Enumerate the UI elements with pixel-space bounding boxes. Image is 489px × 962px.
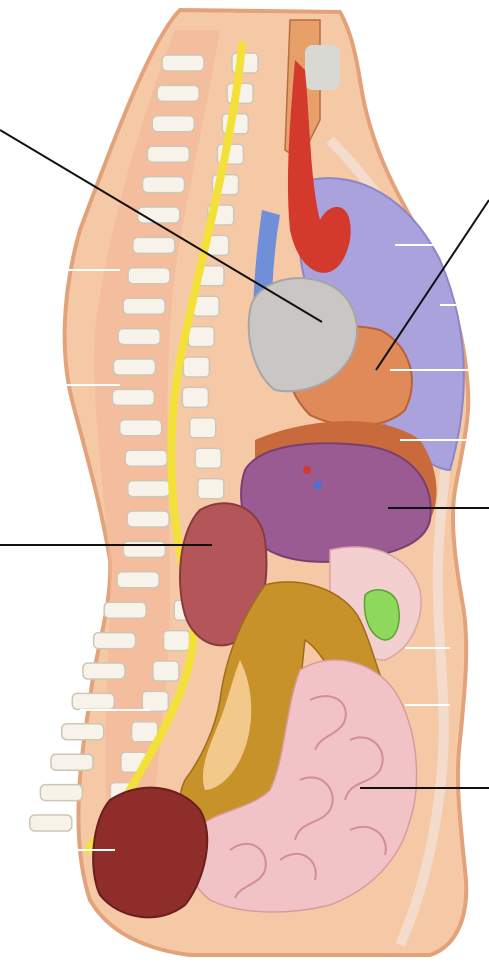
vertebra (113, 359, 155, 375)
vertebral-body (183, 357, 209, 377)
vertebra (62, 724, 104, 740)
vertebral-body (164, 631, 190, 651)
vertebra (128, 481, 170, 497)
vertebra (162, 55, 204, 71)
vertebra (40, 785, 82, 801)
vertebra (152, 116, 194, 132)
vertebral-body (195, 448, 221, 468)
vertebral-body (182, 387, 208, 407)
vertebra (118, 329, 160, 345)
vertebra (123, 298, 165, 314)
vertebra (133, 237, 175, 253)
vertebral-body (198, 479, 224, 499)
vertebra (51, 754, 93, 770)
vertebra (104, 602, 146, 618)
vertebra (83, 663, 125, 679)
vertebra (72, 693, 114, 709)
vertebra (123, 541, 165, 557)
vertebra (143, 177, 185, 193)
vertebra (30, 815, 72, 831)
hepatic-vessel-red (303, 466, 311, 474)
thyroid (305, 45, 340, 90)
vertebra (125, 450, 167, 466)
hepatic-vessel-blue (314, 481, 322, 489)
vertebral-body (188, 327, 214, 347)
vertebra (117, 572, 159, 588)
vertebra (120, 420, 162, 436)
vertebra (157, 85, 199, 101)
vertebra (147, 146, 189, 162)
vertebral-body (153, 661, 179, 681)
vertebral-body (190, 418, 216, 438)
vertebral-body (142, 691, 168, 711)
vertebra (127, 511, 169, 527)
rectum (93, 788, 207, 918)
vertebra (94, 633, 136, 649)
vertebral-body (132, 722, 158, 742)
vertebra (128, 268, 170, 284)
liver (241, 443, 431, 562)
vertebra (112, 389, 154, 405)
